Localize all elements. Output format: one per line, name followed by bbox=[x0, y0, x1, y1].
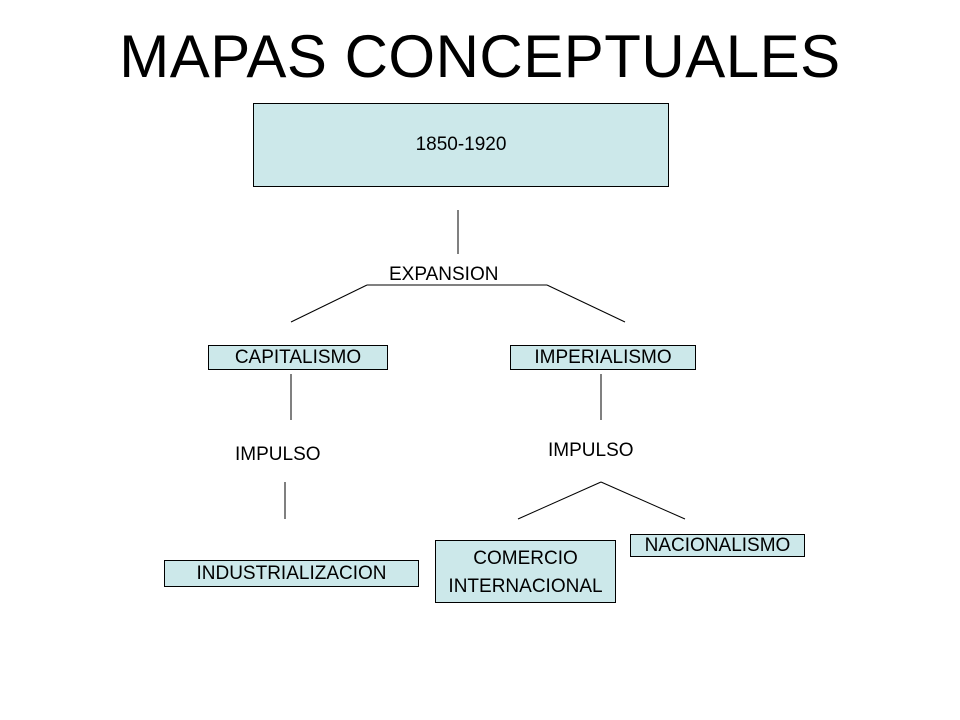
node-imperialismo: IMPERIALISMO bbox=[510, 345, 696, 370]
node-period: 1850-1920 bbox=[253, 103, 669, 187]
node-comercio-internacional: COMERCIO INTERNACIONAL bbox=[435, 540, 616, 603]
connector-impulso-nacionalismo bbox=[600, 481, 686, 520]
slide-title: MAPAS CONCEPTUALES bbox=[119, 23, 841, 90]
node-impulso-right: IMPULSO bbox=[548, 440, 634, 461]
node-impulso-left: IMPULSO bbox=[235, 444, 321, 465]
connector-impulso-comercio bbox=[517, 481, 602, 520]
comercio-line-1: COMERCIO bbox=[473, 547, 578, 569]
node-expansion: EXPANSION bbox=[389, 264, 499, 285]
comercio-line-2: INTERNACIONAL bbox=[448, 575, 603, 597]
node-industrializacion: INDUSTRIALIZACION bbox=[164, 560, 419, 587]
node-capitalismo: CAPITALISMO bbox=[208, 345, 388, 370]
connector-expansion-imperialismo bbox=[546, 284, 626, 323]
node-nacionalismo: NACIONALISMO bbox=[630, 534, 805, 557]
connector-expansion-capitalismo bbox=[290, 284, 368, 323]
